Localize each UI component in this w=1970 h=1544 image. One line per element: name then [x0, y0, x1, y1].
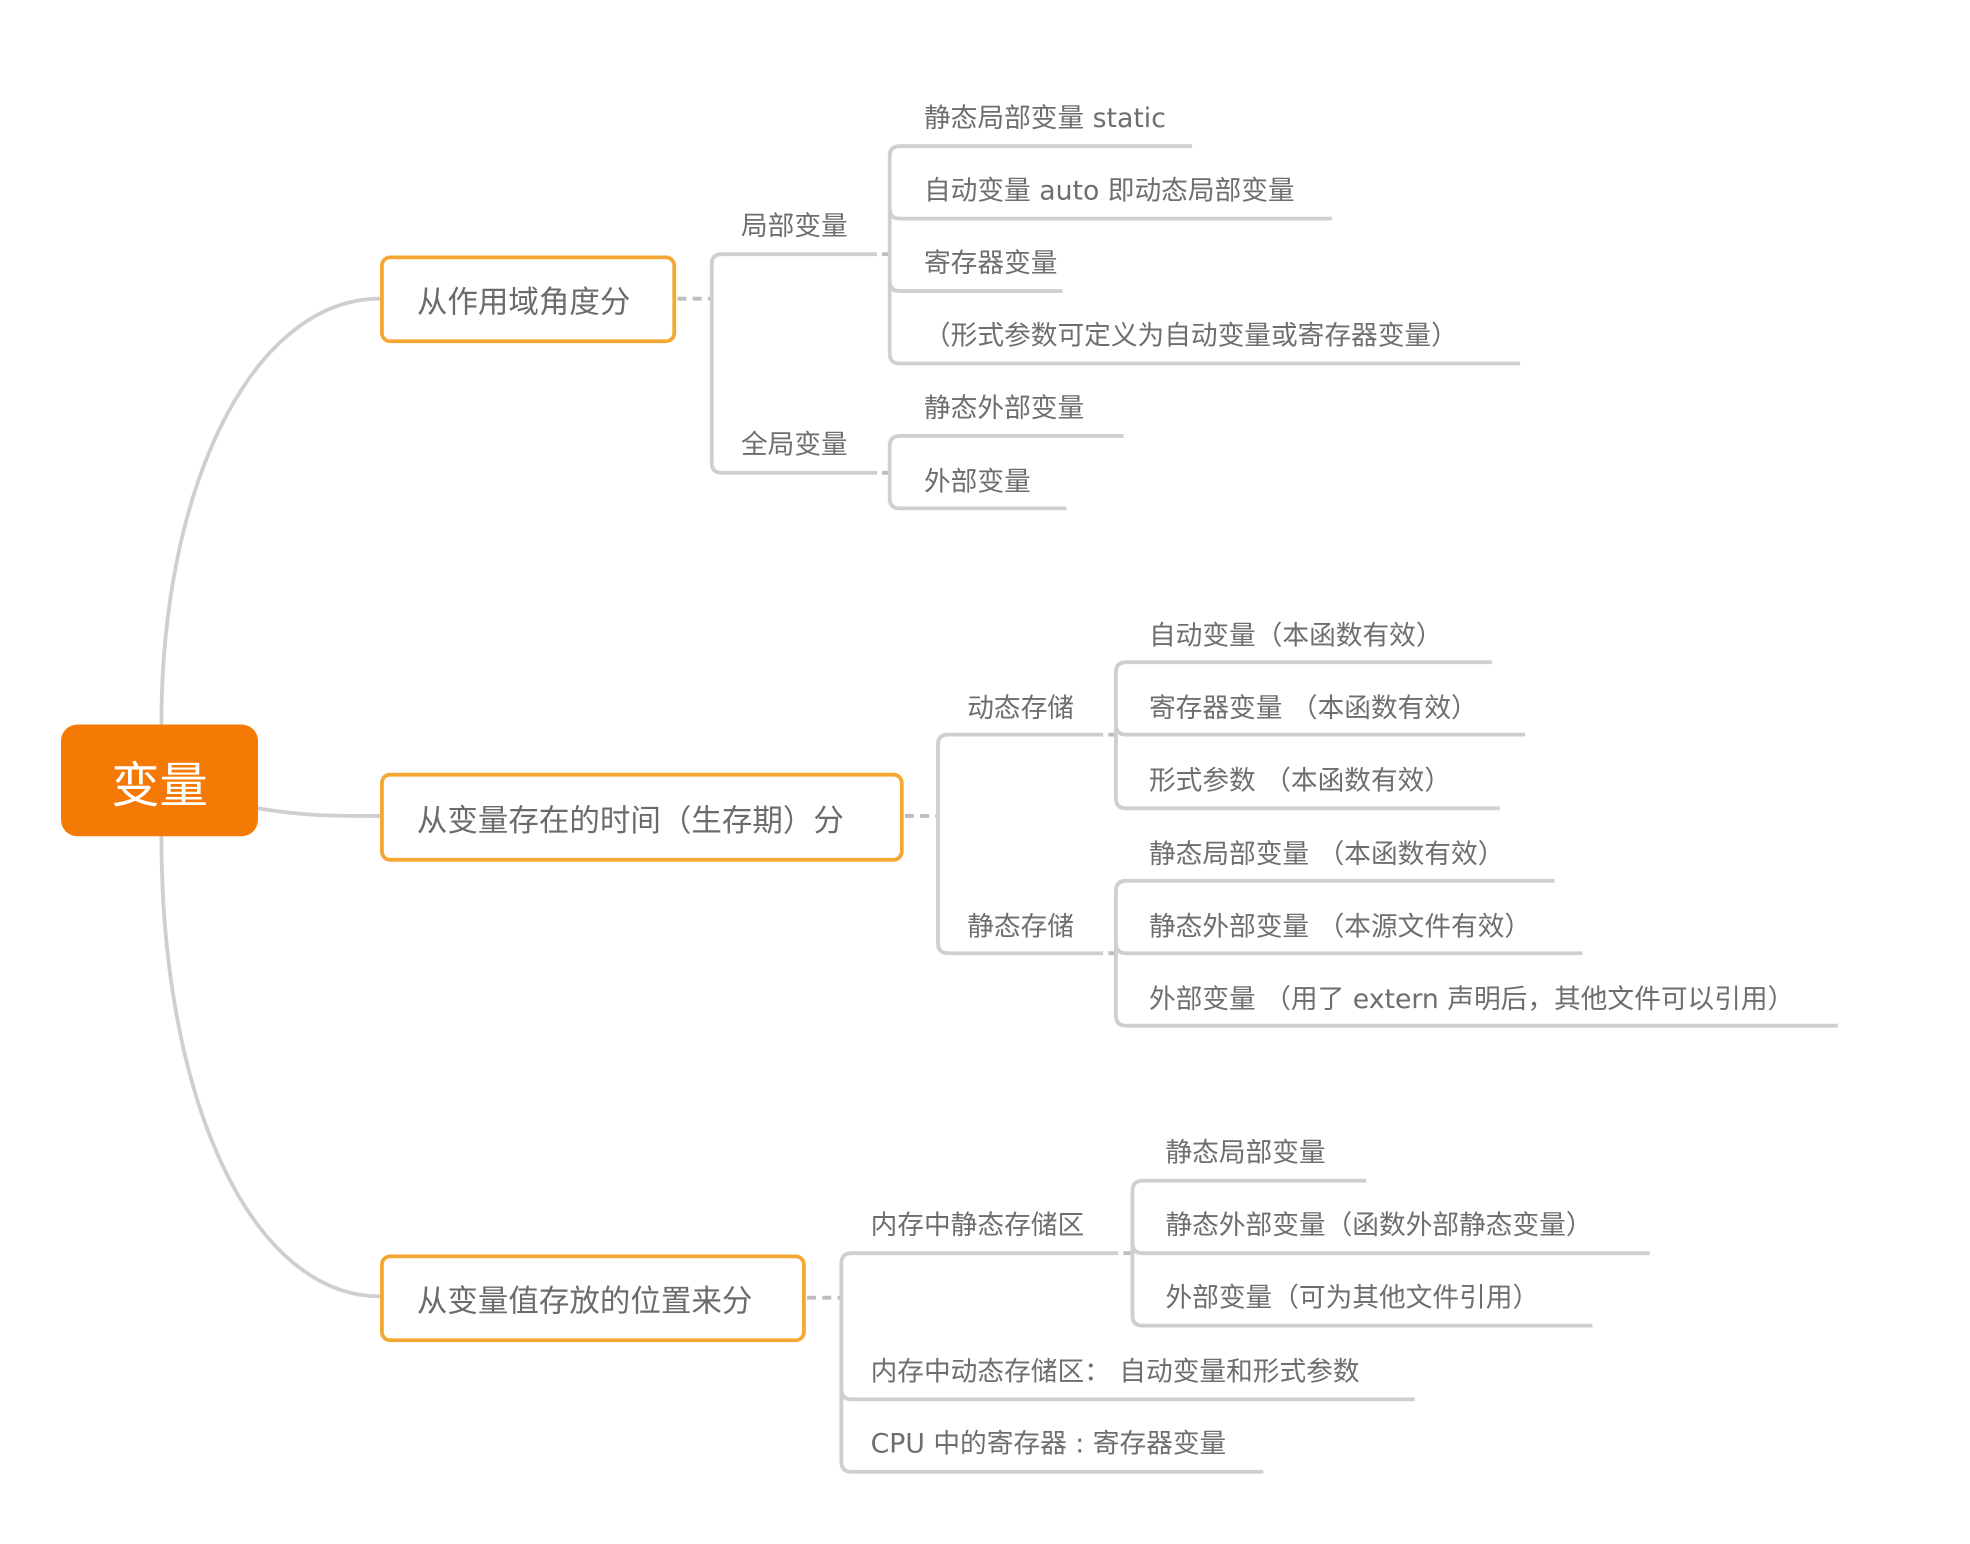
leaf-node[interactable]: 静态局部变量 static [923, 102, 1166, 134]
branch-node-location[interactable]: 从变量值存放的位置来分 [380, 1254, 806, 1343]
curve-root-branch2 [257, 806, 381, 818]
group-local-variables[interactable]: 局部变量 [740, 210, 848, 242]
root-node[interactable]: 变量 [61, 724, 259, 837]
leaf-node[interactable]: 静态局部变量 [1165, 1137, 1326, 1169]
leaf-node[interactable]: 形式参数 （本函数有效） [1148, 765, 1452, 796]
group-dynamic-storage-area[interactable]: 内存中动态存储区： 自动变量和形式参数 [870, 1356, 1360, 1387]
leaf-node[interactable]: 寄存器变量 （本函数有效） [1148, 692, 1478, 724]
leaf-node[interactable]: 自动变量（本函数有效） [1148, 620, 1443, 651]
curve-root-branch3 [159, 836, 381, 1299]
leaf-node[interactable]: 外部变量 [923, 466, 1031, 497]
leaf-node[interactable]: 静态外部变量 （本源文件有效） [1148, 911, 1532, 942]
leaf-node[interactable]: 静态外部变量（函数外部静态变量） [1165, 1209, 1593, 1241]
leaf-node[interactable]: 寄存器变量 [923, 247, 1058, 279]
group-dynamic-storage[interactable]: 动态存储 [967, 692, 1074, 724]
leaf-node[interactable]: 外部变量（可为其他文件引用） [1165, 1282, 1540, 1313]
leaf-node[interactable]: 静态外部变量 [923, 392, 1085, 424]
leaf-node[interactable]: 外部变量 （用了 extern 声明后，其他文件可以引用） [1148, 983, 1795, 1015]
group-static-storage[interactable]: 静态存储 [967, 911, 1074, 942]
curve-root-branch1 [159, 296, 381, 725]
leaf-node[interactable]: （形式参数可定义为自动变量或寄存器变量） [923, 320, 1458, 351]
group-cpu-registers[interactable]: CPU 中的寄存器 : 寄存器变量 [870, 1428, 1227, 1460]
group-global-variables[interactable]: 全局变量 [740, 429, 848, 461]
leaf-node[interactable]: 静态局部变量 （本函数有效） [1148, 838, 1505, 870]
leaf-node[interactable]: 自动变量 auto 即动态局部变量 [923, 175, 1295, 206]
group-static-storage-area[interactable]: 内存中静态存储区 [870, 1209, 1085, 1241]
branch-node-lifetime[interactable]: 从变量存在的时间（生存期）分 [380, 772, 904, 862]
branch-node-scope[interactable]: 从作用域角度分 [380, 255, 677, 344]
